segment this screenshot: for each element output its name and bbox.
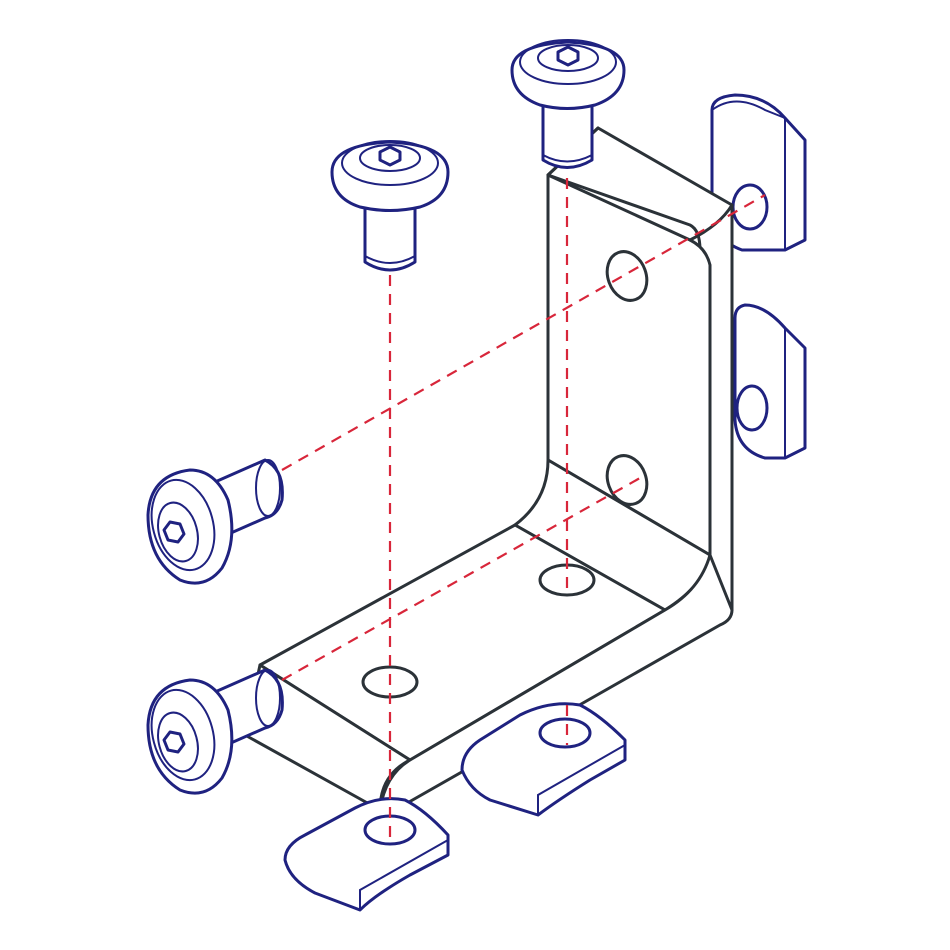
- slot-nut-bottom-right: [460, 702, 627, 817]
- hex-socket-icon: [162, 730, 186, 754]
- hex-socket-icon: [556, 45, 580, 67]
- screw-top: [510, 39, 626, 169]
- axis-mid-screw: [281, 194, 766, 471]
- axis-lower-screw: [281, 477, 641, 681]
- bracket-hole-vertical-lower: [605, 454, 649, 506]
- screw-lower-left: [146, 668, 284, 795]
- bracket-hole-vertical-upper: [605, 250, 649, 302]
- screw-center: [330, 140, 450, 272]
- hex-socket-icon: [162, 520, 186, 544]
- screw-mid-left: [146, 458, 284, 585]
- hex-socket-icon: [378, 145, 402, 167]
- assembly-axes: [281, 178, 766, 845]
- l-bracket: [243, 126, 734, 812]
- slot-nut-bottom-left: [283, 797, 450, 912]
- slot-nut-mid-right: [733, 303, 807, 460]
